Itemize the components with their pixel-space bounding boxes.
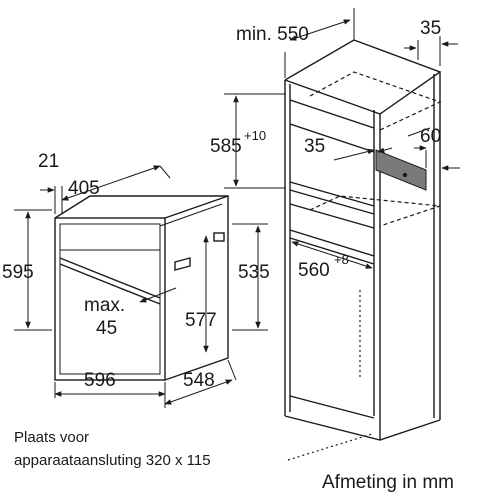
dim-577-label: 577 [185,310,217,331]
oven-top-edge [164,195,229,219]
unit-label: Afmeting in mm [322,472,454,493]
dim-548: 548 [164,359,237,405]
dim-35-top: 35 [404,18,458,66]
cabinet-niche-top [289,181,375,207]
dim-535: 535 [232,223,270,331]
dim-577: 577 [185,235,217,353]
dim-535-label: 535 [238,262,270,283]
oven-connector [174,257,191,271]
dim-45-label: 45 [96,318,117,339]
dim-596-label: 596 [84,370,116,391]
oven-top-inner [159,203,223,227]
cabinet-top [284,39,442,115]
dim-min550-label: min. 550 [236,24,309,45]
dim-596: 596 [54,370,166,408]
dim-60: 60 [407,126,460,171]
oven-door-frame [59,223,161,375]
cabinet-hidden-niche [309,195,441,227]
cabinet-drawing [284,39,442,441]
dim-585-label: 585 [210,136,242,157]
vent-dot [402,172,408,178]
dim-585-tol: +10 [244,128,266,143]
dim-405: 405 [61,165,171,201]
dim-21-label: 21 [38,151,59,172]
dim-60-label: 60 [420,126,441,147]
cabinet-hidden-top [309,71,442,131]
dim-595-label: 595 [2,262,34,283]
cabinet-vent-block [375,149,427,191]
note-line1: Plaats voor [14,429,89,446]
dim-548-label: 548 [183,370,215,391]
dim-min550: min. 550 [236,8,355,78]
footer: Plaats voor apparaataansluting 320 x 115… [14,429,454,493]
note-leader [287,433,373,461]
dim-560: 560 +8 [291,241,373,281]
cabinet-niche-bottom [289,229,375,257]
oven-handle [59,257,161,299]
dim-21: 21 [38,151,63,214]
dim-35-mid: 35 [304,136,393,161]
dim-595: 595 [2,209,52,331]
cabinet-upper-shelf [289,123,375,153]
dim-560-tol: +8 [334,252,349,267]
dim-560-label: 560 [298,260,330,281]
oven-drawing [54,195,229,381]
oven-front [54,217,166,381]
note-line2: apparaataansluting 320 x 115 [14,452,211,469]
dim-max45: max. 45 [84,287,177,339]
dim-405-label: 405 [68,178,100,199]
dim-35-top-label: 35 [420,18,441,39]
oven-mount-tab [213,232,225,242]
dim-585: 585 +10 [210,93,286,189]
dim-max-label: max. [84,295,125,316]
dim-35-mid-label: 35 [304,136,325,157]
cabinet-bottom [284,415,441,441]
